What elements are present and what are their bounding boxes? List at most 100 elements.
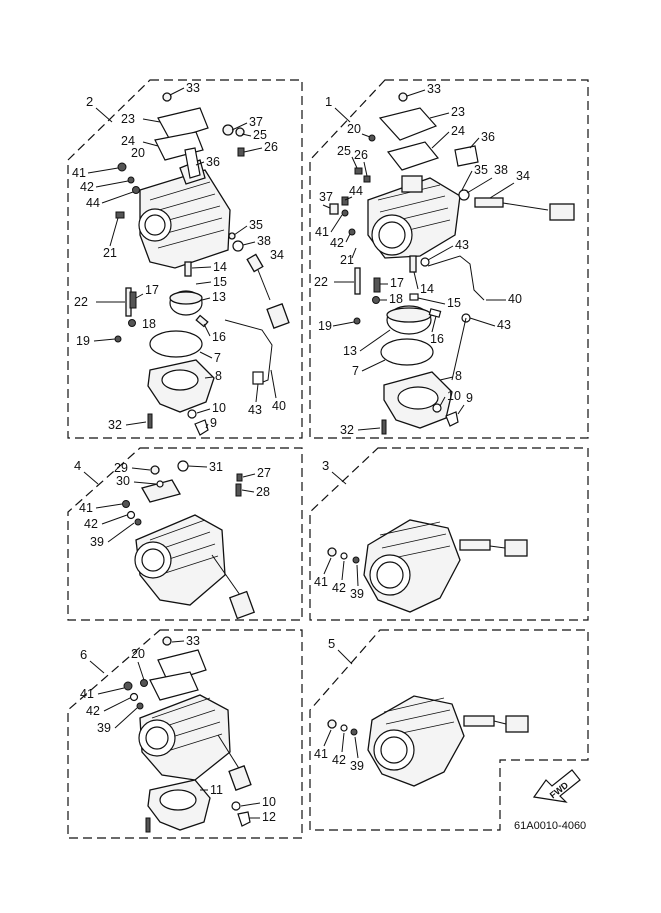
callout: 19	[318, 319, 332, 333]
callout: 14	[213, 260, 227, 274]
panel-number: 2	[86, 94, 93, 109]
callout: 25	[253, 128, 267, 142]
callout: 16	[212, 330, 226, 344]
panel-6-carburetor	[123, 636, 252, 833]
callout: 13	[212, 290, 226, 304]
callout: 25	[337, 144, 351, 158]
callout: 34	[270, 248, 284, 262]
callout: 20	[131, 146, 145, 160]
callout: 41	[80, 687, 94, 701]
callout: 20	[131, 647, 145, 661]
callout: 31	[209, 460, 223, 474]
callout: 11	[210, 783, 223, 797]
callout: 27	[257, 466, 271, 480]
callout: 22	[74, 295, 88, 309]
panel-5-callouts: 41 42 39	[314, 729, 364, 773]
callout: 26	[354, 148, 368, 162]
callout: 21	[103, 246, 117, 260]
callout: 42	[332, 581, 346, 595]
panel-1-carburetor	[329, 92, 575, 435]
panel-number: 5	[328, 636, 335, 651]
panel-1-frame	[309, 79, 589, 439]
callout: 42	[84, 517, 98, 531]
callout: 12	[262, 810, 276, 824]
callout: 39	[350, 587, 364, 601]
callout: 8	[215, 369, 222, 383]
callout: 39	[350, 759, 364, 773]
callout: 30	[116, 474, 130, 488]
callout: 10	[447, 389, 461, 403]
callout: 7	[214, 351, 221, 365]
panel-5-carburetor	[327, 695, 581, 803]
panel-number: 6	[80, 647, 87, 662]
callout: 37	[319, 190, 333, 204]
callout: 32	[340, 423, 354, 437]
callout: 42	[330, 236, 344, 250]
callout: 14	[420, 282, 434, 296]
panel-6-callouts: 33 20 41 42 39 11 10 12	[80, 634, 276, 824]
callout: 16	[430, 332, 444, 346]
callout: 10	[212, 401, 226, 415]
callout: 21	[340, 253, 354, 267]
callout: 36	[481, 130, 495, 144]
callout: 39	[90, 535, 104, 549]
panel-2-callouts: 33 23 37 25 24 26 20 36 41 42 44 21 35 3…	[72, 81, 286, 432]
callout: 35	[249, 218, 263, 232]
callout: 23	[121, 112, 135, 126]
callout: 15	[213, 275, 227, 289]
callout: 7	[352, 364, 359, 378]
panel-numbers: 2 1 4 3 6 5	[74, 94, 353, 674]
callout: 32	[108, 418, 122, 432]
callout: 28	[256, 485, 270, 499]
callout: 29	[114, 461, 128, 475]
callout: 18	[142, 317, 156, 331]
callout: 20	[347, 122, 361, 136]
callout: 33	[186, 81, 200, 95]
callout: 26	[264, 140, 278, 154]
panel-3-frame	[309, 447, 589, 621]
panel-4-frame	[67, 447, 303, 621]
panel-2-carburetor	[114, 92, 290, 436]
panel-3-callouts: 41 42 39	[314, 557, 364, 601]
callout: 34	[516, 169, 530, 183]
callout: 17	[145, 283, 159, 297]
callout: 41	[315, 225, 329, 239]
callout: 22	[314, 275, 328, 289]
panel-number: 4	[74, 458, 81, 473]
callout: 41	[314, 747, 328, 761]
panel-3-carburetor	[327, 519, 528, 613]
callout: 41	[79, 501, 93, 515]
callout: 18	[389, 292, 403, 306]
callout: 41	[314, 575, 328, 589]
callout: 35	[474, 163, 488, 177]
panel-5-frame	[309, 629, 589, 831]
callout: 40	[272, 399, 286, 413]
panel-number: 3	[322, 458, 329, 473]
callout: 42	[332, 753, 346, 767]
callout: 38	[494, 163, 508, 177]
callout: 23	[451, 105, 465, 119]
callout: 19	[76, 334, 90, 348]
callout: 9	[210, 416, 217, 430]
callout: 44	[349, 184, 363, 198]
callout: 13	[343, 344, 357, 358]
callout: 33	[186, 634, 200, 648]
callout: 42	[86, 704, 100, 718]
panel-2-frame	[67, 79, 303, 439]
panel-4-carburetor	[122, 460, 256, 620]
fwd-arrow-icon	[532, 769, 581, 803]
callout: 15	[447, 296, 461, 310]
callout: 10	[262, 795, 276, 809]
callout: 44	[86, 196, 100, 210]
callout: 40	[508, 292, 522, 306]
panel-6-frame	[67, 629, 303, 839]
callout: 43	[248, 403, 262, 417]
callout: 43	[497, 318, 511, 332]
panel-number: 1	[325, 94, 332, 109]
callout: 33	[427, 82, 441, 96]
panel-4-callouts: 29 31 30 27 28 41 42 39	[79, 460, 271, 549]
panel-1-callouts: 33 23 20 24 36 25 26 35 38 34 44 37 41 4…	[314, 82, 530, 437]
callout: 42	[80, 180, 94, 194]
callout: 37	[249, 115, 263, 129]
callout: 39	[97, 721, 111, 735]
